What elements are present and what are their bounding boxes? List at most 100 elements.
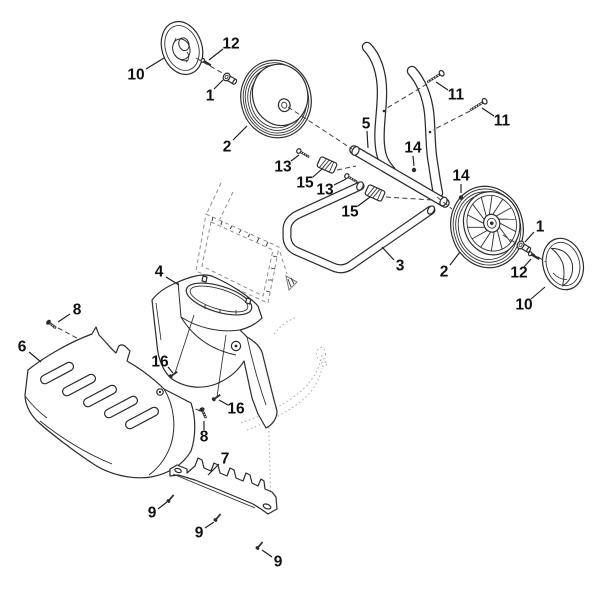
reference-outline [195,182,327,504]
screw-9-c [255,541,264,550]
screw-8-b [199,407,208,419]
bolt-1-right [516,240,532,253]
axle-crossbar [349,145,450,208]
leader-line [412,155,415,167]
wheel-right-spokes [467,195,517,252]
callout-12-16: 12 [510,258,532,282]
leader-line [530,286,546,300]
wheel-face [251,63,309,127]
part-number-label: 12 [510,265,527,282]
part-number-label: 6 [18,339,27,356]
leader-line [28,351,42,363]
tube-screw-hole [382,109,386,113]
part-number-label: 1 [536,219,545,236]
leader-line [57,313,71,323]
callout-7-24: 7 [207,451,230,476]
callout-1-15: 1 [524,219,545,243]
leader-line [218,399,229,406]
screw-9-a [166,494,175,503]
part-number-label: 15 [296,175,314,192]
housing-stud [244,297,252,305]
callout-5-4: 5 [362,116,371,149]
part-number-label: 9 [148,505,157,522]
leader-line [167,366,174,374]
callout-16-22: 16 [218,399,245,418]
wheel-spoke [472,203,485,220]
sleeve-15-a [316,156,338,174]
callout-6-20: 6 [18,339,42,363]
frame-tube-end [356,181,364,191]
alignment-line-vertical [267,405,272,504]
screw-9-b [213,513,222,522]
part-number-label: 13 [274,159,292,176]
callout-14-8: 14 [452,168,470,193]
housing-stud [201,275,208,283]
part-number-label: 14 [404,140,422,157]
pin-13-b [344,173,358,184]
callout-3-13: 3 [381,246,405,275]
part-number-label: 10 [127,67,144,84]
leader-line [449,251,461,266]
wheel-spoke [471,230,488,240]
wheel-spoke [499,222,517,233]
leader-line [157,501,168,510]
screw-16-a [168,370,178,379]
screw-11-b [469,97,488,112]
wheel-spoke [488,195,493,214]
callout-9-25: 9 [148,501,168,522]
wheel-spoke [499,227,512,243]
part-number-label: 14 [452,168,470,185]
callout-1-2: 1 [206,79,224,105]
wheel-right [450,185,524,269]
leader-line [333,178,347,186]
housing-opening [185,282,253,316]
screw-12-right [527,251,540,260]
wheel-spoke [480,232,491,248]
leader-line [481,107,495,117]
callout-15-12: 15 [341,196,371,221]
callout-12-1: 12 [208,36,240,61]
part-number-label: 2 [440,264,449,281]
hub-cap-left [160,20,204,76]
screw-16-b [211,393,221,402]
wheel-left [240,59,312,139]
part-number-label: 7 [221,451,230,468]
callout-13-11: 13 [316,178,347,199]
push-nut-14-b [458,195,464,200]
deflector [24,326,196,479]
leader-line [204,521,215,529]
part-number-label: 16 [151,354,169,371]
callout-15-10: 15 [296,168,323,192]
wheel-hub [277,98,291,113]
screw-11-a [426,69,445,84]
callout-9-27: 9 [261,549,283,571]
leader-line [381,246,395,261]
part-number-label: 10 [515,297,532,314]
part-number-label: 12 [222,36,239,53]
part-number-label: 9 [274,554,283,571]
deflector-slot [62,373,97,397]
leader-line [366,130,369,149]
leader-line [523,258,532,268]
wheel-spoke [467,214,484,224]
housing [151,274,278,429]
screw-insert-line [216,334,227,398]
part-number-label: 4 [155,264,164,281]
rail-slot [174,467,182,474]
leader-line [208,48,224,61]
deflector-slot [40,361,75,385]
wheel-spoke [496,230,503,250]
bolt-1-left [222,72,238,85]
tube-screw-hole [428,130,432,134]
callout-14-7: 14 [404,140,422,167]
leader-line [207,463,220,476]
part-number-label: 3 [396,258,405,275]
leader-line [312,168,323,178]
handlebar-tubes [361,41,444,199]
part-number-label: 1 [206,88,215,105]
crossbar-end [351,146,360,156]
sleeve-15-b [364,184,386,202]
callout-4-18: 4 [155,264,180,286]
